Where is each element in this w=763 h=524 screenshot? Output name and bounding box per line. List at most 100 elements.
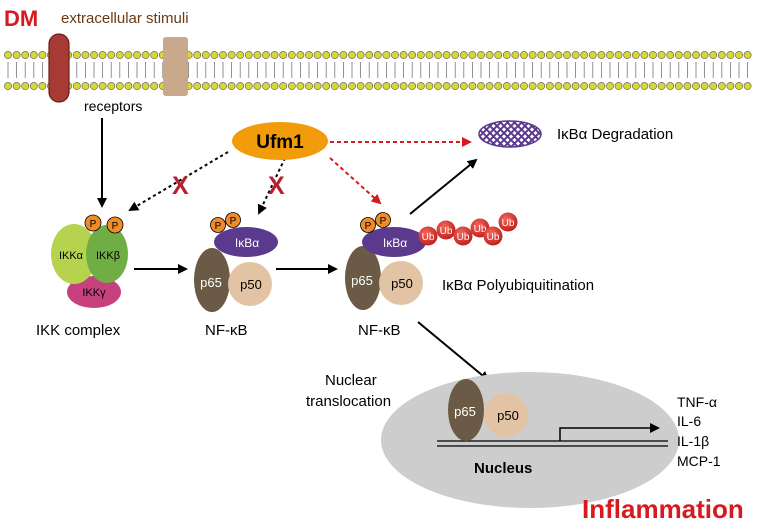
svg-text:P: P	[112, 221, 119, 232]
lipid-head	[528, 51, 537, 59]
lipid-head	[115, 51, 124, 59]
ikk-complex-group: P P IKKα IKKβ IKKγ	[51, 214, 128, 308]
lipid-head	[657, 82, 666, 90]
lipid-head	[494, 82, 503, 90]
phospho-p-icon	[375, 212, 391, 228]
nfkb-complex-1: P P IκBα p65 p50	[194, 212, 278, 312]
lipid-head	[408, 82, 417, 90]
lipid-head	[253, 82, 262, 90]
lipid-head	[502, 51, 511, 59]
lipid-head	[511, 51, 520, 59]
lipid-head	[416, 82, 425, 90]
lipid-head	[356, 51, 365, 59]
lipid-head	[124, 51, 133, 59]
ubiquitin-icon	[453, 226, 473, 246]
nfkb-label-2: NF-κB	[358, 322, 401, 339]
lipid-head	[287, 82, 296, 90]
lipid-head	[563, 51, 571, 59]
lipid-head	[451, 82, 460, 90]
arrow-to-degradation	[409, 158, 478, 215]
lipid-head	[674, 82, 683, 90]
gene-tnf: TNF-α	[677, 394, 717, 410]
lipid-head	[296, 82, 305, 90]
lipid-head	[434, 82, 442, 90]
lipid-head	[442, 82, 451, 90]
lipid-head	[674, 51, 683, 59]
p50-protein	[379, 261, 423, 305]
lipid-head	[726, 82, 735, 90]
lipid-head	[399, 51, 408, 59]
degraded-ikba-icon	[478, 120, 542, 148]
phospho-p-icon	[210, 217, 226, 233]
gene-mcp1: MCP-1	[677, 453, 721, 469]
lipid-head	[150, 82, 159, 90]
lipid-head	[330, 51, 339, 59]
ubiquitin-icon	[418, 226, 438, 246]
gene-il1b: IL-1β	[677, 433, 709, 449]
lipid-head	[683, 82, 692, 90]
p50-label: p50	[391, 276, 413, 291]
lipid-head	[12, 82, 21, 90]
translocation-label: translocation	[306, 393, 391, 410]
lipid-head	[133, 82, 141, 90]
lipid-head	[477, 51, 485, 59]
lipid-head	[537, 51, 546, 59]
lipid-head	[201, 51, 210, 59]
lipid-head	[365, 82, 374, 90]
lipid-head	[442, 51, 451, 59]
ikka-label: IKKα	[59, 250, 84, 262]
lipid-head	[631, 51, 640, 59]
lipid-head	[382, 51, 391, 59]
lipid-head	[416, 51, 425, 59]
lipid-head	[262, 82, 270, 90]
lipid-head	[511, 82, 520, 90]
lipid-head	[666, 51, 675, 59]
lipid-head	[236, 82, 245, 90]
lipid-head	[571, 82, 580, 90]
lipid-head	[425, 82, 434, 90]
lipid-head	[494, 51, 503, 59]
lipid-head	[588, 82, 597, 90]
lipid-head	[244, 82, 253, 90]
dm-label: DM	[4, 6, 38, 31]
lipid-head	[365, 51, 374, 59]
receptor-tan	[163, 37, 188, 96]
ubiquitin-icon	[436, 220, 456, 240]
lipid-head	[623, 51, 632, 59]
lipid-head	[382, 82, 391, 90]
lipid-head	[502, 82, 511, 90]
lipid-head	[735, 82, 743, 90]
lipid-head	[528, 82, 537, 90]
lipid-head	[253, 51, 262, 59]
red-dotted-arrow-to-ubiquitination	[329, 157, 382, 205]
lipid-head	[227, 51, 236, 59]
lipid-head	[210, 82, 219, 90]
lipid-head	[399, 82, 408, 90]
lipid-head	[709, 82, 718, 90]
lipid-head	[614, 51, 623, 59]
lipid-head	[373, 82, 382, 90]
lipid-head	[657, 51, 666, 59]
lipid-head	[451, 51, 460, 59]
p65-protein	[194, 248, 230, 312]
lipid-head	[4, 82, 12, 90]
ikkb-protein	[86, 225, 128, 283]
lipid-head	[219, 51, 227, 59]
ikk-complex-label: IKK complex	[36, 322, 121, 339]
p50-nuclear-label: p50	[497, 408, 519, 423]
lipid-head	[90, 82, 98, 90]
lipid-head	[408, 51, 417, 59]
lipid-head	[606, 51, 614, 59]
block-mark-middle: X	[268, 172, 285, 200]
lipid-head	[29, 51, 38, 59]
lipid-head	[391, 82, 399, 90]
lipid-head	[606, 82, 614, 90]
lipid-head	[219, 82, 227, 90]
lipid-head	[81, 82, 90, 90]
lipid-head	[107, 51, 116, 59]
lipid-head	[141, 51, 150, 59]
